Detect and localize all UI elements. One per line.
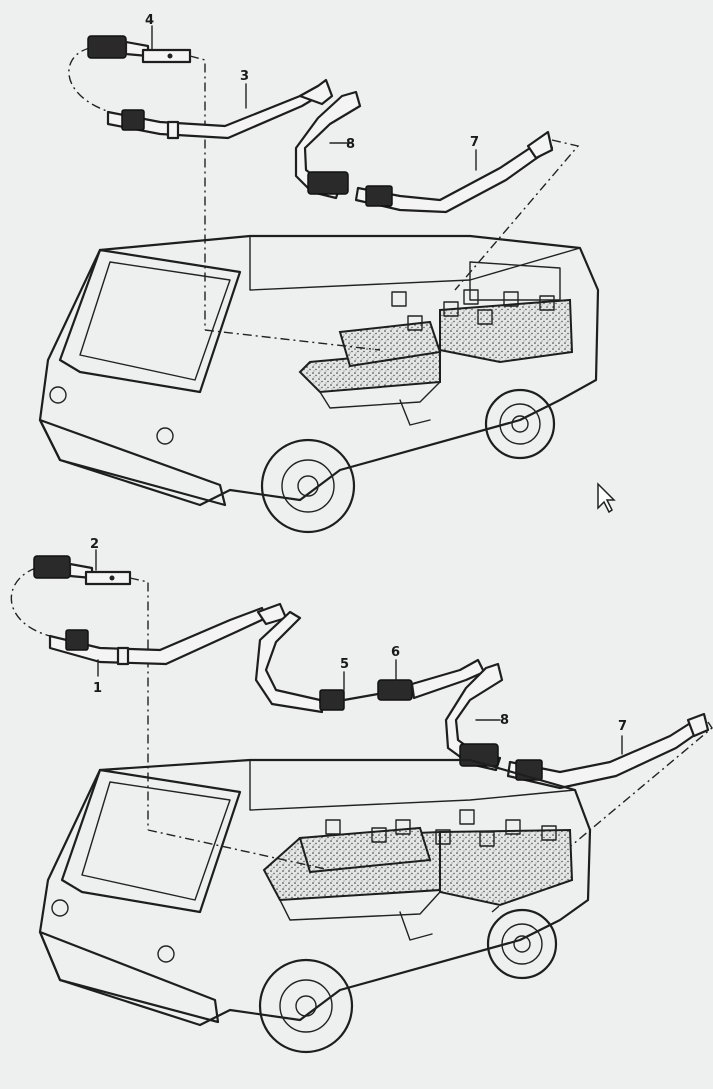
bench-seat-upper [298, 348, 441, 394]
buckle-lower-2 [33, 555, 71, 579]
callout-5: 5 [340, 657, 349, 672]
callout-8-upper: 8 [346, 137, 355, 152]
callout-7-lower: 7 [618, 719, 627, 734]
van-lower [38, 758, 592, 1054]
rear-wheel-upper [484, 388, 556, 460]
callout-3: 3 [240, 69, 249, 84]
callout-2: 2 [90, 537, 99, 552]
front-belt-upper [68, 25, 334, 330]
rear-belts-upper [294, 90, 580, 291]
callout-8-lower: 8 [500, 713, 509, 728]
buckle-upper-4 [87, 35, 127, 59]
mouse-pointer-icon [597, 482, 616, 514]
callout-6: 6 [391, 645, 400, 660]
callout-1: 1 [93, 681, 102, 696]
front-wheel-upper [260, 438, 356, 534]
callout-7-upper: 7 [470, 135, 479, 150]
lower-diagram: 2 1 5 6 8 7 [10, 537, 713, 1054]
middle-belts-lower [254, 610, 486, 714]
front-wheel-lower [258, 958, 354, 1054]
front-belt-lower [10, 549, 288, 830]
van-upper [38, 234, 600, 534]
rear-wheel-lower [486, 908, 558, 980]
callout-4: 4 [145, 13, 154, 28]
upper-diagram: 4 3 8 7 [38, 13, 616, 534]
